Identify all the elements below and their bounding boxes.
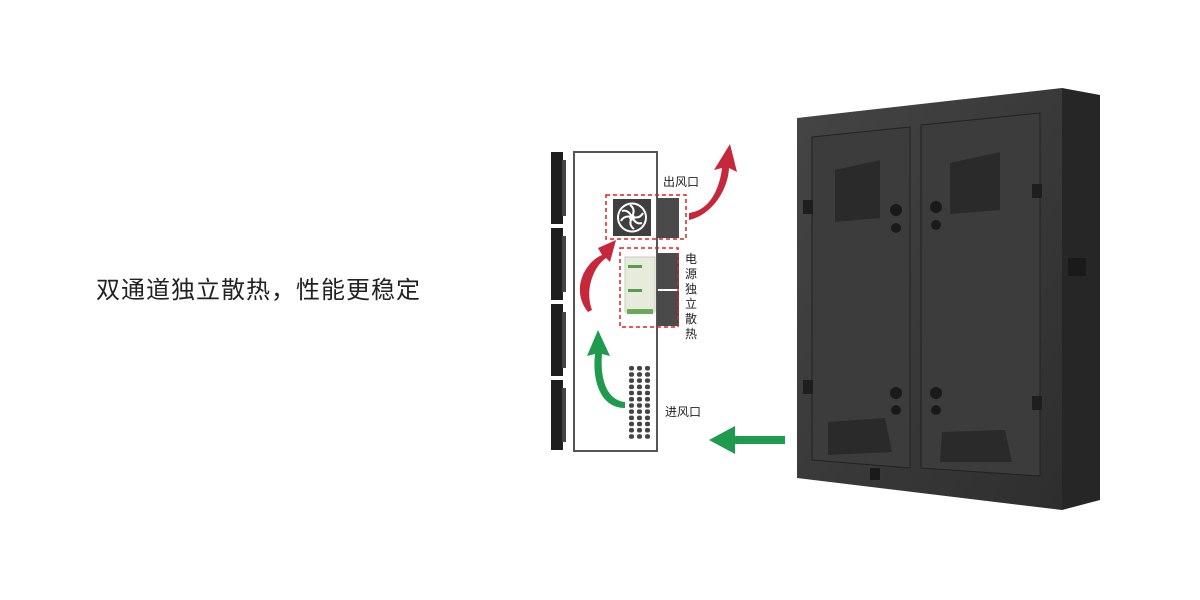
inlet-label: 进风口 — [665, 405, 702, 419]
grille-slot — [629, 403, 634, 408]
grille-slot — [637, 372, 642, 377]
grille-slot — [629, 415, 634, 421]
grille-slot — [645, 434, 650, 439]
grille-slot — [629, 421, 634, 427]
hot-air-arrow-2 — [689, 144, 737, 220]
psu-vent-block-1 — [657, 253, 679, 289]
cool-air-arrow-1 — [587, 330, 625, 408]
grille-slot — [637, 428, 642, 433]
cool-air-arrow-2 — [709, 426, 785, 454]
grille-slot — [645, 428, 650, 433]
grille-slot — [645, 415, 650, 421]
grille-slot — [637, 409, 642, 414]
cabinet-rear-view — [797, 88, 1100, 510]
grille-slot — [645, 366, 650, 371]
grille-slot — [629, 409, 634, 414]
grille-slot — [637, 415, 642, 421]
power-supply-icon — [624, 256, 656, 314]
grille-slot — [637, 421, 642, 427]
grille-slot — [629, 372, 634, 377]
hot-air-arrow-1 — [579, 240, 616, 312]
grille-slot — [645, 421, 650, 427]
grille-slot — [645, 390, 650, 396]
fan-vent-block — [657, 198, 679, 238]
outlet-label: 出风口 — [663, 175, 700, 189]
grille-slot — [629, 390, 634, 396]
grille-slot — [637, 366, 642, 371]
psu-vent-block-2 — [657, 291, 679, 326]
grille-slot — [629, 378, 634, 383]
led-module-strip — [551, 152, 566, 450]
grille-slot — [629, 384, 634, 390]
fan-icon — [613, 199, 651, 236]
grille-slot — [629, 428, 634, 433]
grille-slot — [645, 378, 650, 383]
grille-slot — [637, 403, 642, 408]
psu-dashed-box — [619, 247, 679, 328]
headline: 双通道独立散热，性能更稳定 — [96, 276, 421, 304]
grille-slot — [637, 390, 642, 396]
grille-slot — [645, 372, 650, 377]
grille-slot — [645, 384, 650, 390]
grille-slot — [645, 397, 650, 402]
grille-slot — [637, 378, 642, 383]
fan-dashed-box — [605, 194, 687, 240]
grille-slot — [645, 409, 650, 414]
grille-slot — [637, 397, 642, 402]
grille-slot — [637, 384, 642, 390]
grille-slot — [629, 434, 634, 439]
inlet-grille — [629, 366, 650, 439]
grille-slot — [637, 434, 642, 439]
psu-cooling-label: 电源独立散热 — [685, 252, 698, 341]
grille-slot — [629, 397, 634, 402]
grille-slot — [645, 403, 650, 408]
grille-slot — [629, 366, 634, 371]
